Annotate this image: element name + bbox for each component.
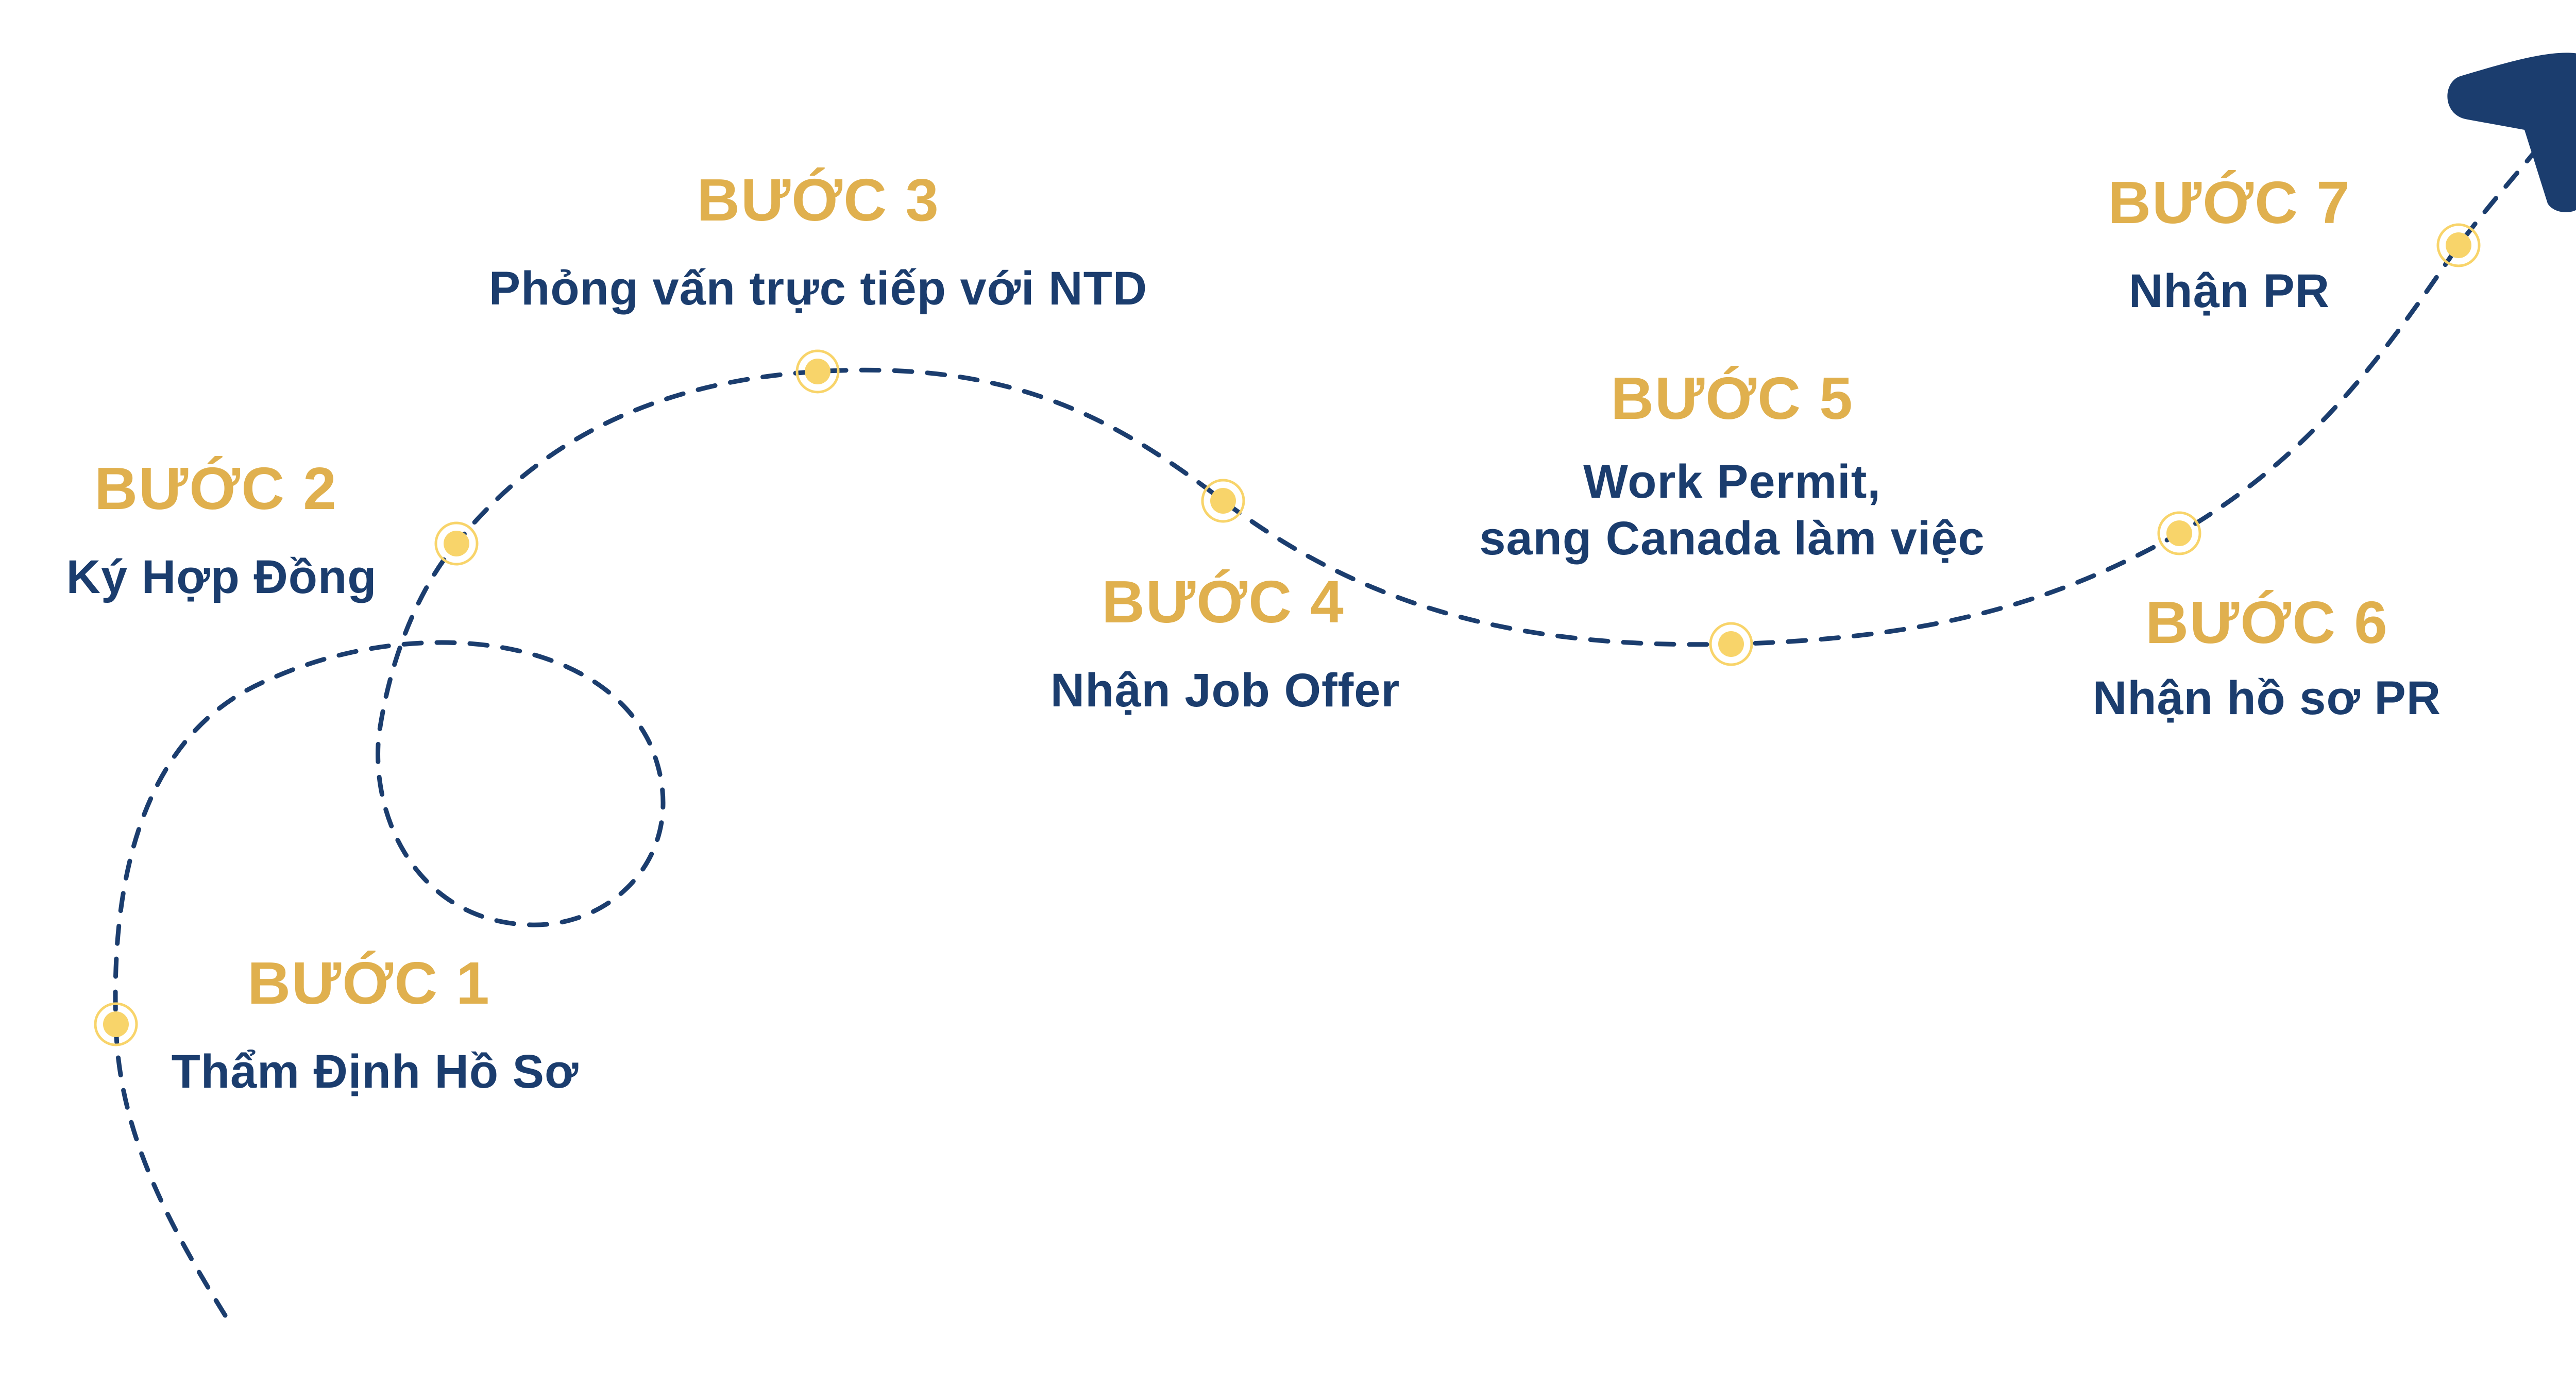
step-1-title: BƯỚC 1 [247, 950, 490, 1017]
step-5-description: Work Permit, sang Canada làm việc [1479, 453, 1985, 567]
milestone-ring [434, 521, 479, 566]
milestone-dot [2166, 520, 2192, 546]
milestone-ring [795, 349, 840, 394]
milestone-ring [1201, 479, 1245, 523]
milestone-dot-icon-step-6 [2157, 511, 2201, 555]
milestone-dot [1210, 488, 1236, 514]
milestone-ring [2157, 511, 2201, 555]
milestone-dot [2446, 232, 2471, 258]
milestone-dot-icon-step-4 [1201, 479, 1245, 523]
navigation-arrow-icon [2447, 53, 2576, 212]
milestone-ring [94, 1002, 138, 1046]
milestone-dot-icon-step-2 [434, 521, 479, 566]
milestone-dot-icon-step-7 [2436, 223, 2481, 267]
step-1-description: Thẩm Định Hồ Sơ [171, 1045, 579, 1098]
step-7-description: Nhận PR [2128, 265, 2330, 317]
step-7-title: BƯỚC 7 [2108, 169, 2351, 236]
milestone-dot-icon-step-1 [94, 1002, 138, 1046]
milestone-dot [805, 359, 831, 384]
milestone-dot [103, 1011, 129, 1037]
step-3-description: Phỏng vấn trực tiếp với NTD [488, 262, 1148, 315]
step-3-title: BƯỚC 3 [697, 166, 940, 233]
step-4-description: Nhận Job Offer [1050, 664, 1400, 717]
step-5-description-line-2: sang Canada làm việc [1479, 512, 1985, 565]
milestone-ring [1709, 622, 1753, 666]
milestone-dot [444, 531, 469, 556]
milestone-dot-icon-step-5 [1709, 622, 1753, 666]
step-2-description: Ký Hợp Đồng [66, 551, 377, 603]
milestone-dot-icon-step-3 [795, 349, 840, 394]
step-6-title: BƯỚC 6 [2145, 589, 2388, 656]
milestone-ring [2436, 223, 2481, 267]
step-5-description-line-1: Work Permit, [1583, 455, 1881, 508]
step-2-title: BƯỚC 2 [94, 455, 337, 522]
step-6-description: Nhận hồ sơ PR [2092, 672, 2442, 724]
milestone-dot [1718, 631, 1744, 657]
step-4-title: BƯỚC 4 [1101, 568, 1345, 635]
step-5-title: BƯỚC 5 [1611, 365, 1854, 432]
